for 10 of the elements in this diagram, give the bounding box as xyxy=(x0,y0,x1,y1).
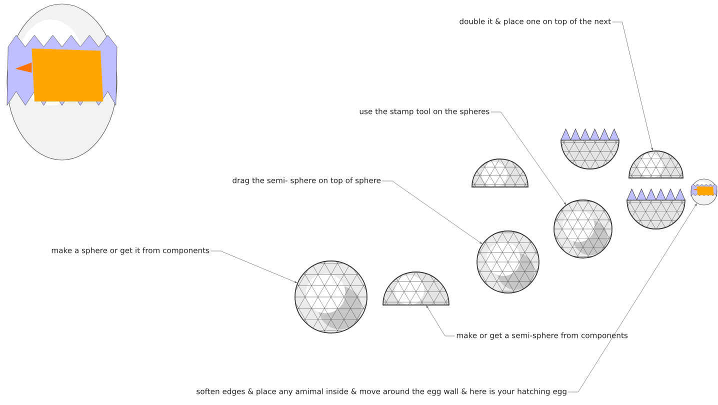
leader-line xyxy=(568,203,697,392)
egg-drawing xyxy=(690,178,718,206)
leader-line xyxy=(210,250,298,284)
leader-line xyxy=(490,112,566,205)
semi-sphere-drawing xyxy=(382,272,450,306)
leader-line xyxy=(382,180,482,244)
sphere-drawing xyxy=(476,230,540,294)
sphere-drawing xyxy=(294,260,368,334)
leader-line xyxy=(426,306,456,336)
leader-line xyxy=(612,22,654,150)
